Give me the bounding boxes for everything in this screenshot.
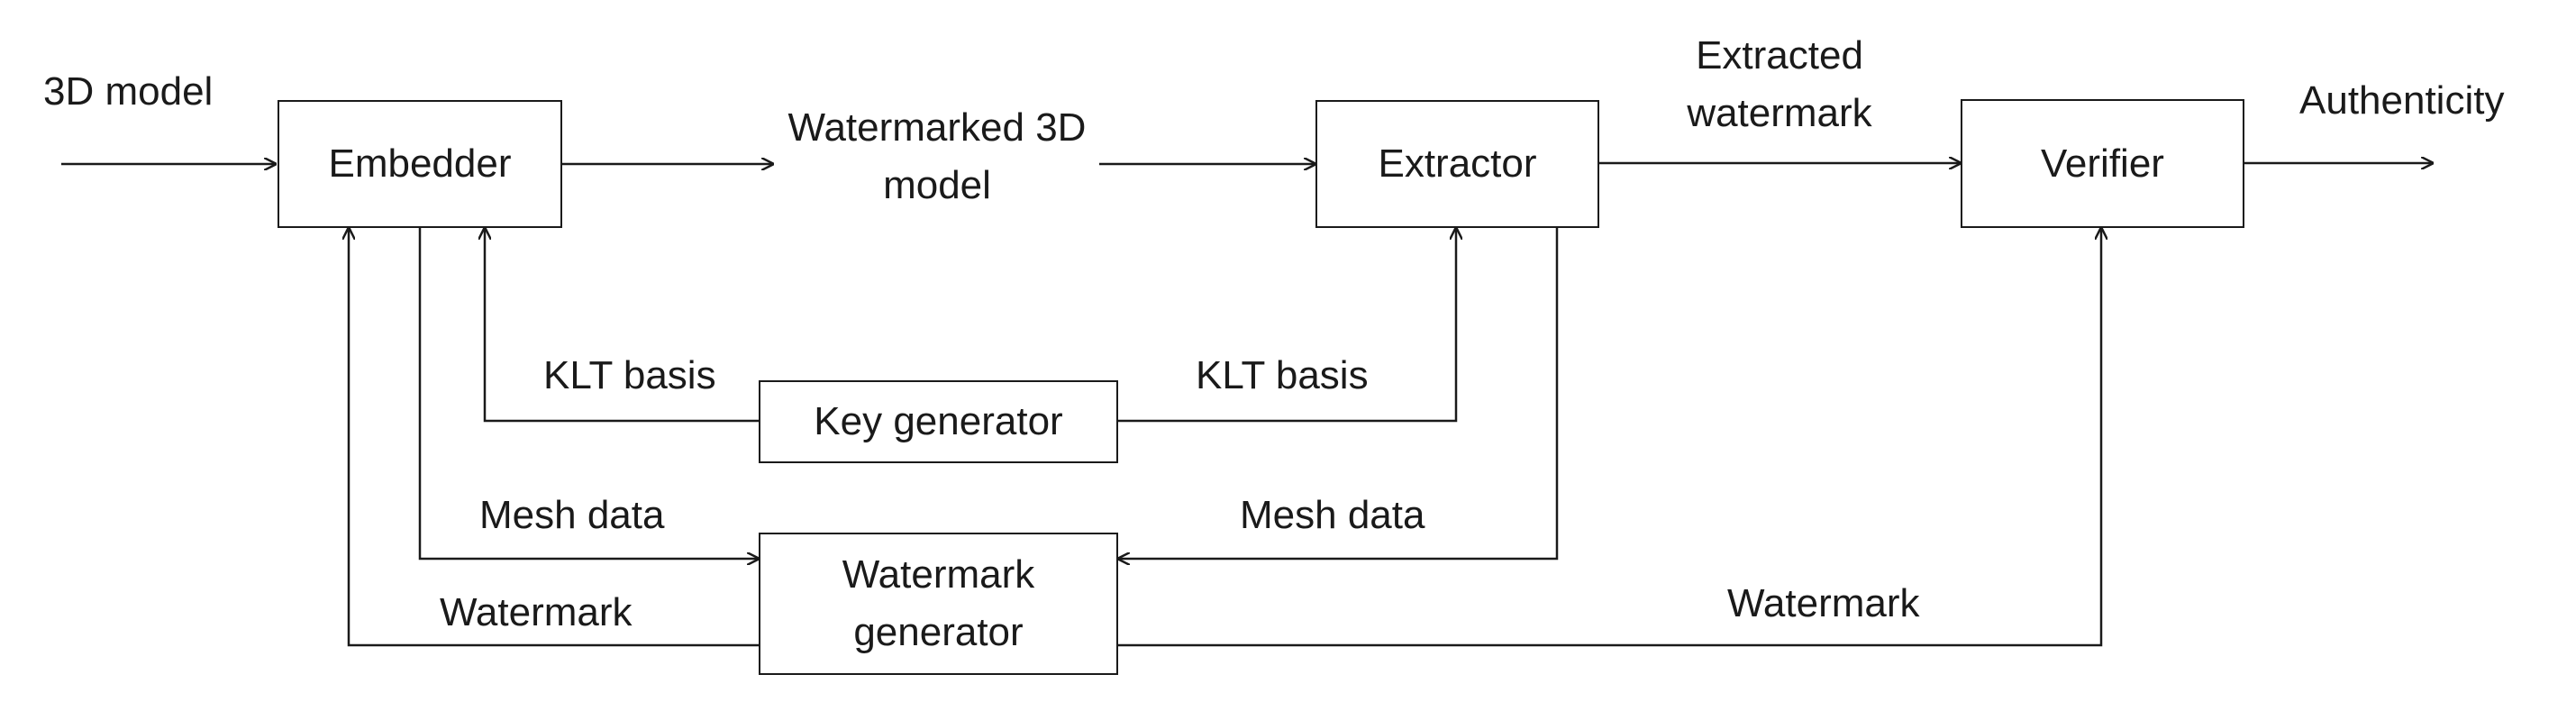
arrow-embedder-to-watermark-generator (418, 226, 759, 559)
extractor-block: Extractor (1315, 100, 1599, 228)
watermark-right-label: Watermark (1727, 581, 1920, 625)
klt-basis-right-label: KLT basis (1196, 353, 1369, 397)
arrow-watermark-generator-to-verifier (1116, 228, 2101, 647)
arrow-extractor-to-watermark-generator (1118, 228, 1559, 559)
mesh-data-left-label: Mesh data (479, 493, 665, 537)
authenticity-label: Authenticity (2299, 78, 2505, 123)
key-generator-block: Key generator (759, 380, 1118, 463)
watermark-left-label: Watermark (440, 590, 633, 634)
verifier-block: Verifier (1961, 99, 2244, 228)
klt-basis-left-label: KLT basis (543, 353, 716, 397)
arrow-keygen-to-extractor (1116, 228, 1456, 423)
extracted-watermark-label: Extracted watermark (1687, 33, 1872, 135)
watermark-generator-block: Watermark generator (759, 533, 1118, 675)
mesh-data-right-label: Mesh data (1240, 493, 1425, 537)
embedder-block: Embedder (278, 100, 562, 228)
input-model-label: 3D model (43, 69, 214, 114)
arrow-watermark-generator-to-embedder (349, 228, 759, 647)
arrow-keygen-to-embedder (485, 228, 759, 423)
watermarked-model-label: Watermarked 3D model (787, 105, 1087, 207)
